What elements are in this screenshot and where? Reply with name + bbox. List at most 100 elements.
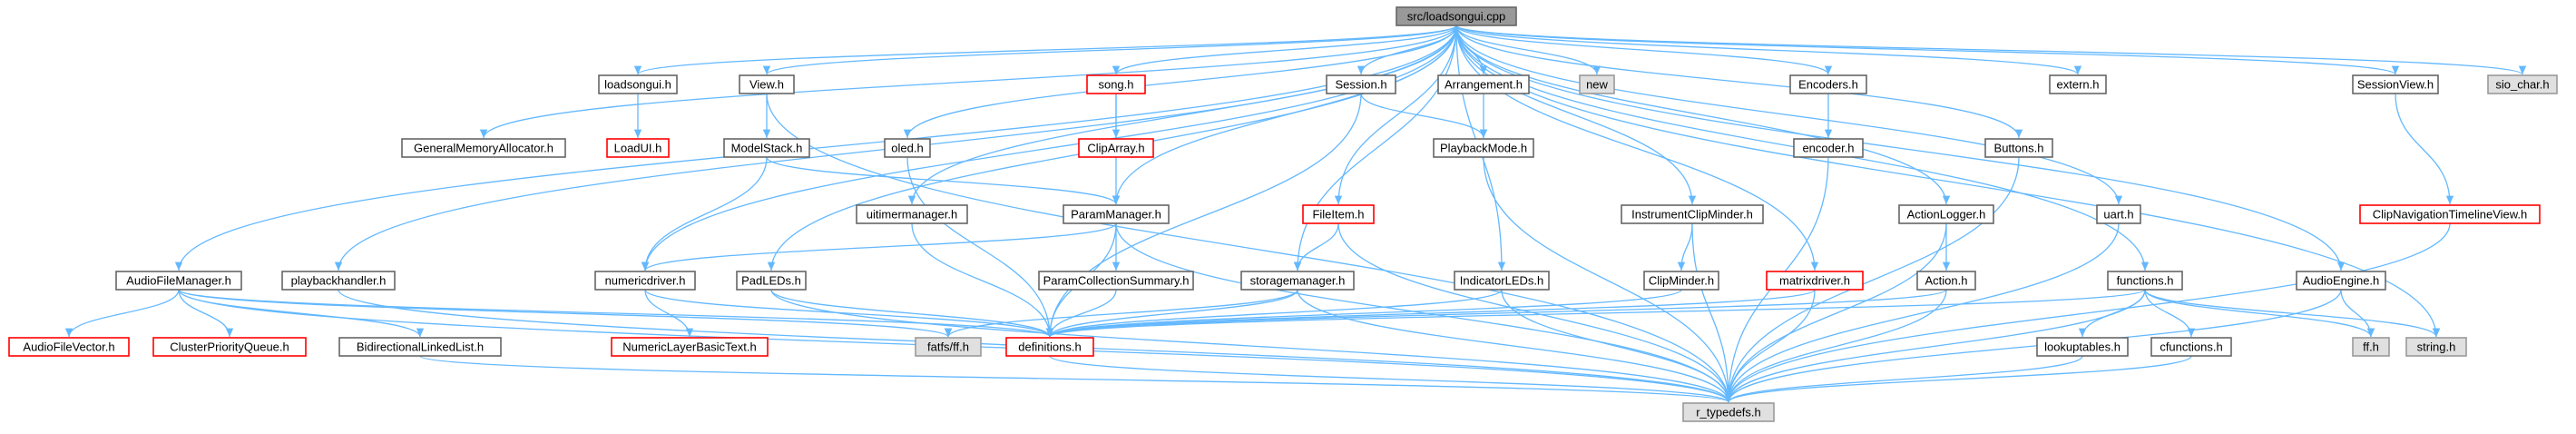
node-box bbox=[2096, 204, 2141, 224]
node-padleds-h[interactable]: PadLEDs.h bbox=[736, 271, 807, 291]
dependency-edge bbox=[903, 25, 1457, 139]
node-label: uitimermanager.h bbox=[867, 208, 957, 222]
node-clipnavtimeline-h[interactable]: ClipNavigationTimelineView.h bbox=[2359, 204, 2541, 224]
node-buttons-h[interactable]: Buttons.h bbox=[1984, 138, 2053, 158]
dependency-edge bbox=[1357, 25, 1457, 75]
node-paramcollsummary-h[interactable]: ParamCollectionSummary.h bbox=[1038, 271, 1194, 291]
node-label: ClipNavigationTimelineView.h bbox=[2373, 208, 2528, 222]
dependency-edge bbox=[2395, 93, 2454, 205]
node-label: extern.h bbox=[2057, 78, 2100, 92]
dependency-edge bbox=[1455, 25, 1833, 75]
node-box bbox=[2352, 74, 2439, 94]
dependency-edge bbox=[1046, 289, 2146, 338]
node-session-h[interactable]: Session.h bbox=[1326, 74, 1396, 94]
node-encoders-h[interactable]: Encoders.h bbox=[1789, 74, 1867, 94]
dependency-edge bbox=[1455, 25, 2123, 205]
node-generalmem-h[interactable]: GeneralMemoryAllocator.h bbox=[401, 138, 566, 158]
dependency-edge bbox=[1677, 222, 1693, 271]
node-uitimermanager-h[interactable]: uitimermanager.h bbox=[856, 204, 968, 224]
node-label: matrixdriver.h bbox=[1779, 274, 1850, 288]
dependency-edge bbox=[1112, 25, 1457, 75]
node-label: lookuptables.h bbox=[2044, 340, 2121, 354]
node-clipminder-h[interactable]: ClipMinder.h bbox=[1643, 271, 1719, 291]
node-audiofilevector-h[interactable]: AudioFileVector.h bbox=[8, 337, 130, 357]
node-playbackhandler-h[interactable]: playbackhandler.h bbox=[281, 271, 396, 291]
node-cliparray-h[interactable]: ClipArray.h bbox=[1078, 138, 1154, 158]
dependency-edge bbox=[1691, 222, 1733, 403]
dependency-edge bbox=[1293, 222, 1339, 271]
node-label: ParamCollectionSummary.h bbox=[1043, 274, 1190, 288]
node-label: song.h bbox=[1098, 78, 1133, 92]
dependency-edge bbox=[634, 25, 1457, 75]
node-box bbox=[115, 271, 242, 291]
node-box bbox=[736, 271, 807, 291]
dependency-edge bbox=[2144, 289, 2375, 338]
node-clusterpq-h[interactable]: ClusterPriorityQueue.h bbox=[152, 337, 307, 357]
dependency-edge bbox=[2340, 289, 2375, 338]
node-box bbox=[2150, 337, 2232, 357]
node-label: string.h bbox=[2417, 340, 2456, 354]
node-label: SessionView.h bbox=[2357, 78, 2434, 92]
dependency-edge bbox=[1483, 156, 1733, 403]
node-definitions-h[interactable]: definitions.h bbox=[1005, 337, 1094, 357]
node-extern-h[interactable]: extern.h bbox=[2049, 74, 2107, 94]
node-numericdriver-h[interactable]: numericdriver.h bbox=[594, 271, 696, 291]
dependency-edge bbox=[763, 25, 1457, 75]
node-arrangement-h[interactable]: Arrangement.h bbox=[1437, 74, 1530, 94]
node-box bbox=[1766, 271, 1864, 291]
dependency-edge bbox=[1360, 93, 1488, 139]
node-label: ff.h bbox=[2363, 340, 2379, 354]
dependency-edge bbox=[178, 289, 1053, 338]
node-box bbox=[1916, 271, 1976, 291]
node-loadui-h[interactable]: LoadUI.h bbox=[606, 138, 670, 158]
node-audioengine-h[interactable]: AudioEngine.h bbox=[2296, 271, 2386, 291]
node-oled-h[interactable]: oled.h bbox=[884, 138, 931, 158]
node-lookuptables-h[interactable]: lookuptables.h bbox=[2036, 337, 2129, 357]
node-box bbox=[1078, 138, 1154, 158]
node-audiofilemanager-h[interactable]: AudioFileManager.h bbox=[115, 271, 242, 291]
node-box bbox=[1643, 271, 1719, 291]
node-box bbox=[1038, 271, 1194, 291]
node-numericlayer-h[interactable]: NumericLayerBasicText.h bbox=[611, 337, 769, 357]
node-parammanager-h[interactable]: ParamManager.h bbox=[1063, 204, 1170, 224]
node-label: fatfs/ff.h bbox=[927, 340, 969, 354]
node-box bbox=[152, 337, 307, 357]
node-box bbox=[594, 271, 696, 291]
node-loadsongui-h[interactable]: loadsongui.h bbox=[598, 74, 678, 94]
node-label: AudioEngine.h bbox=[2303, 274, 2380, 288]
node-indicatorleds-h[interactable]: IndicatorLEDs.h bbox=[1454, 271, 1550, 291]
node-uart-h[interactable]: uart.h bbox=[2096, 204, 2141, 224]
dependency-edge bbox=[1049, 355, 1732, 403]
node-label: ClusterPriorityQueue.h bbox=[170, 340, 289, 354]
dependency-edge bbox=[1724, 156, 2020, 403]
node-functions-h[interactable]: functions.h bbox=[2107, 271, 2183, 291]
node-action-h[interactable]: Action.h bbox=[1916, 271, 1976, 291]
node-fileitem-h[interactable]: FileItem.h bbox=[1302, 204, 1375, 224]
dependency-edge bbox=[1455, 25, 1819, 271]
node-box bbox=[1433, 138, 1534, 158]
node-modelstack-h[interactable]: ModelStack.h bbox=[723, 138, 810, 158]
node-actionlogger-h[interactable]: ActionLogger.h bbox=[1898, 204, 1994, 224]
node-song-h[interactable]: song.h bbox=[1086, 74, 1146, 94]
dependency-edge bbox=[641, 25, 1457, 271]
node-box bbox=[1437, 74, 1530, 94]
node-encoder-h[interactable]: encoder.h bbox=[1793, 138, 1864, 158]
node-box bbox=[2487, 74, 2558, 94]
node-label: Session.h bbox=[1335, 78, 1386, 92]
node-view-h[interactable]: View.h bbox=[739, 74, 795, 94]
node-label: sio_char.h bbox=[2495, 78, 2549, 92]
node-matrixdriver-h[interactable]: matrixdriver.h bbox=[1766, 271, 1864, 291]
node-label: storagemanager.h bbox=[1250, 274, 1346, 288]
node-storagemanager-h[interactable]: storagemanager.h bbox=[1240, 271, 1355, 291]
dependency-edge bbox=[1724, 355, 2083, 403]
node-sessionview-h[interactable]: SessionView.h bbox=[2352, 74, 2439, 94]
node-instrumentclipminder-h[interactable]: InstrumentClipMinder.h bbox=[1621, 204, 1764, 224]
node-bidilinkedlist-h[interactable]: BidirectionalLinkedList.h bbox=[338, 337, 502, 357]
node-label: Encoders.h bbox=[1798, 78, 1858, 92]
dependency-edge bbox=[644, 289, 694, 338]
dependency-edge bbox=[1455, 25, 2526, 75]
node-playbackmode-h[interactable]: PlaybackMode.h bbox=[1433, 138, 1534, 158]
node-cfunctions-h[interactable]: cfunctions.h bbox=[2150, 337, 2232, 357]
dependency-edge bbox=[2144, 289, 2441, 338]
